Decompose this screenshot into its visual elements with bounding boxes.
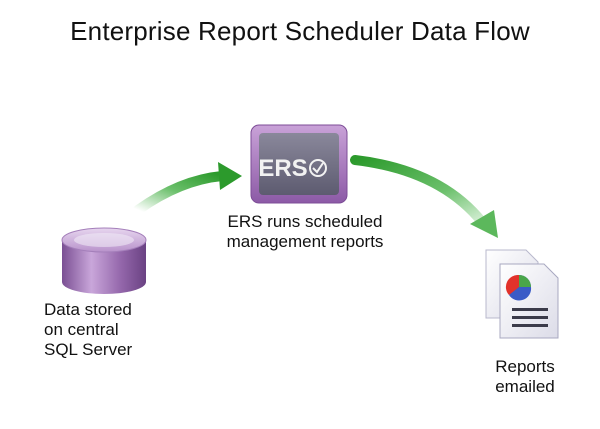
ers-label-line: management reports [226,232,384,251]
database-label: Data stored on central SQL Server [44,300,174,360]
reports-label: Reports emailed [460,357,590,397]
database-label-line: Data stored [44,300,132,319]
ers-label: ERS runs scheduled management reports [190,212,420,252]
reports-label-line: Reports [495,357,555,376]
database-icon [61,227,147,294]
ers-app-icon: ERS [250,124,348,204]
database-label-line: on central [44,320,119,339]
report-documents-icon [485,249,559,339]
arrow-to-ers [133,162,242,215]
diagram-title: Enterprise Report Scheduler Data Flow [70,16,530,46]
arrow-to-reports [350,155,498,238]
database-label-line: SQL Server [44,340,133,359]
ers-icon-text: ERS [258,155,307,182]
reports-label-line: emailed [495,377,555,396]
ers-label-line: ERS runs scheduled [227,212,383,231]
